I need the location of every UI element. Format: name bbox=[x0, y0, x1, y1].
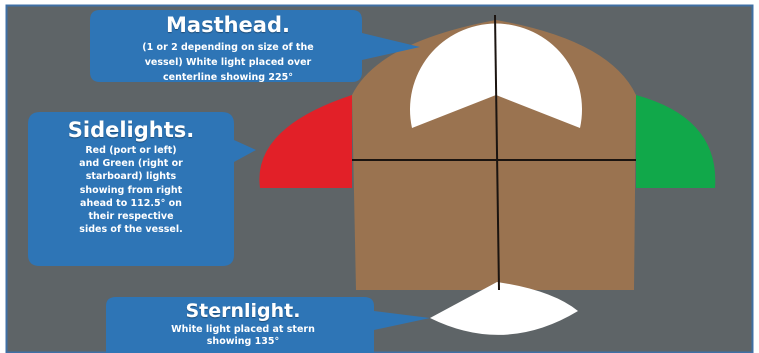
sidelights-title: Sidelights. bbox=[30, 117, 232, 143]
sternlight-title: Sternlight. bbox=[108, 300, 378, 323]
sidelights-desc-line-1: Red (port or left) bbox=[30, 145, 232, 156]
masthead-title: Masthead. bbox=[93, 12, 363, 38]
sidelights-desc-line-2: and Green (right or bbox=[30, 158, 232, 169]
sternlight-desc-line-2: showing 135° bbox=[108, 336, 378, 347]
sidelights-desc-line-5: ahead to 112.5° on bbox=[30, 198, 232, 209]
sidelights-desc-line-4: showing from right bbox=[30, 185, 232, 196]
masthead-desc-line-1: (1 or 2 depending on size of the bbox=[93, 42, 363, 53]
sternlight-callout: Sternlight. White light placed at stern … bbox=[108, 300, 378, 347]
sternlight-desc-line-1: White light placed at stern bbox=[108, 324, 378, 335]
sidelights-callout: Sidelights. Red (port or left) and Green… bbox=[30, 117, 232, 235]
masthead-desc-line-3: centerline showing 225° bbox=[93, 72, 363, 83]
masthead-callout: Masthead. (1 or 2 depending on size of t… bbox=[93, 12, 363, 84]
sidelights-desc-line-7: sides of the vessel. bbox=[30, 224, 232, 235]
sidelights-desc-line-6: their respective bbox=[30, 211, 232, 222]
masthead-desc-line-2: vessel) White light placed over bbox=[93, 57, 363, 68]
sidelights-desc-line-3: starboard) lights bbox=[30, 171, 232, 182]
